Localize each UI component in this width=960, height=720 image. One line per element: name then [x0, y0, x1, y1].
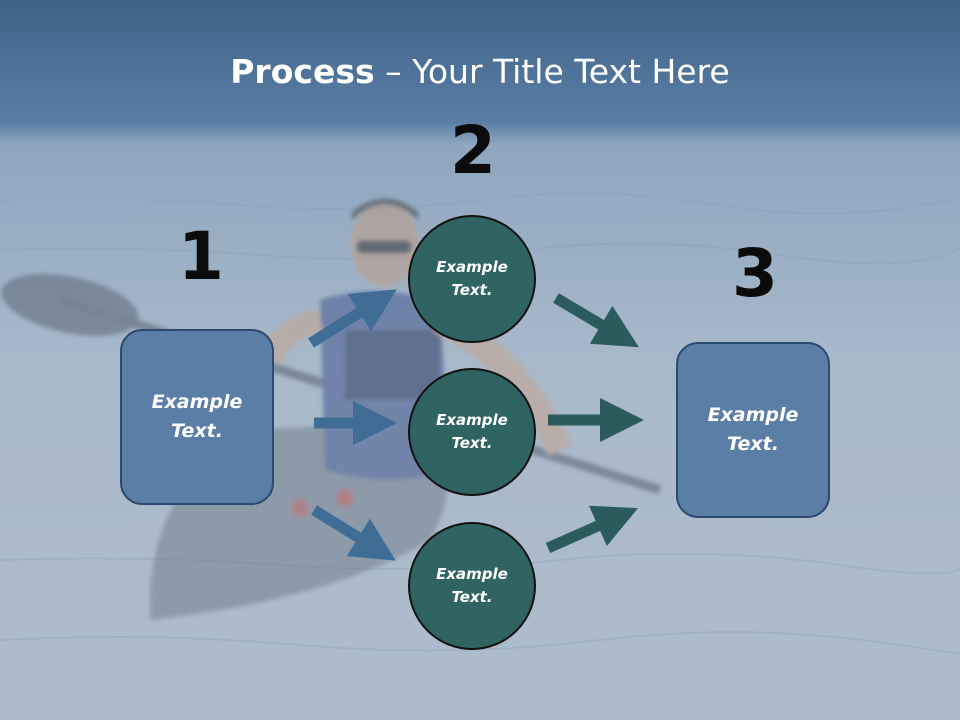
circle-middle-text: Example Text. — [436, 411, 508, 452]
title-bold: Process — [230, 52, 375, 91]
step-2-circle-middle: Example Text. — [408, 368, 536, 496]
step-number-2: 2 — [450, 112, 496, 189]
arrow-right-bottom — [545, 505, 639, 554]
step-3-text: Example Text. — [707, 404, 799, 455]
step-number-1: 1 — [178, 218, 224, 295]
title-rest: – Your Title Text Here — [374, 52, 730, 91]
arrow-left-bottom — [311, 505, 396, 561]
step-2-circle-bottom: Example Text. — [408, 522, 536, 650]
step-3-box: Example Text. — [676, 342, 830, 518]
step-1-text: Example Text. — [151, 391, 243, 442]
arrow-left-top — [308, 289, 397, 348]
arrow-right-top — [553, 293, 639, 348]
step-2-circle-top: Example Text. — [408, 215, 536, 343]
step-1-box: Example Text. — [120, 329, 274, 505]
circle-top-text: Example Text. — [436, 258, 508, 299]
slide-title: Process – Your Title Text Here — [0, 52, 960, 91]
step-number-3: 3 — [732, 235, 778, 312]
circle-bottom-text: Example Text. — [436, 565, 508, 606]
